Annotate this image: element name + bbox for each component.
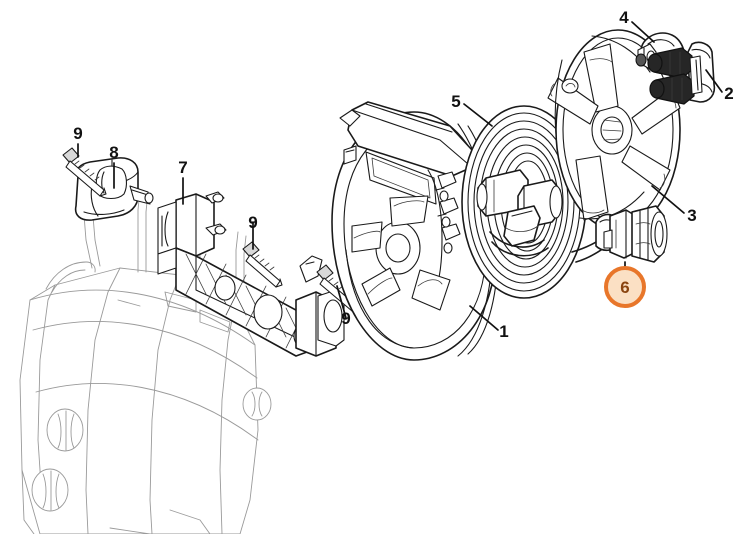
- part-screw-middle: [242, 241, 283, 288]
- part-reel-drum: [547, 29, 681, 231]
- part-mounting-bracket: [157, 191, 345, 357]
- part-coiled-hose: [461, 105, 641, 299]
- part-dual-nozzle-tips: [647, 41, 716, 105]
- callout-label-6: 6: [620, 278, 629, 297]
- part-screw-upper-left: [62, 147, 107, 197]
- callout-labels: 1 2 3 4 5 6 7 8 9 9 9: [73, 8, 733, 341]
- callout-label-9c: 9: [341, 309, 350, 328]
- part-hose-reel-body: [331, 101, 499, 361]
- callout-label-7: 7: [178, 158, 187, 177]
- leader-9c: [336, 285, 347, 319]
- leader-3: [651, 185, 685, 214]
- leader-2: [705, 69, 723, 93]
- part-hose-clamp: [74, 157, 154, 221]
- callout-label-2: 2: [724, 84, 733, 103]
- callout-label-1: 1: [499, 322, 508, 341]
- callout-label-8: 8: [109, 143, 118, 162]
- leader-1: [469, 305, 499, 331]
- part-hose-coupling: [595, 205, 668, 263]
- leader-lines: [77, 21, 723, 331]
- callout-label-9a: 9: [73, 124, 82, 143]
- callout-label-3: 3: [687, 206, 696, 225]
- callout-label-9b: 9: [248, 213, 257, 232]
- highlight-ring[interactable]: [604, 266, 646, 308]
- callout-label-5: 5: [451, 92, 460, 111]
- leader-5: [463, 103, 493, 127]
- leader-4: [631, 21, 655, 43]
- callout-label-4: 4: [619, 8, 629, 27]
- highlight-circle-part-6[interactable]: [604, 266, 646, 308]
- machine-body-ghost: [19, 186, 272, 534]
